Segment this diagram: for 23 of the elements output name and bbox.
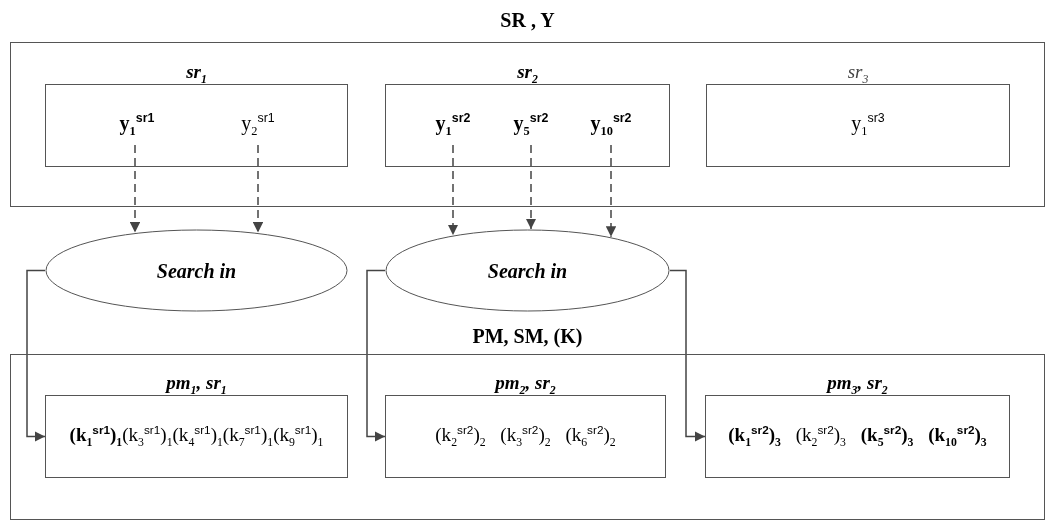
key-list: (k$_{1}$$^{sr1}$)$_{1}$(k$_{3}$$^{sr1}$)$_{1}$(k$_{4}$$^{sr1}$)$_{1}$(k$_{7}$$^{sr1}$)$_{1}$(k$_{9}$$^{sr1}$)$_{1}$ (69, 424, 324, 446)
arrow (669, 269, 706, 442)
dashed-arrow (252, 144, 264, 234)
arrow (366, 269, 386, 442)
dashed-arrow (447, 144, 459, 236)
box-heading: pm$_{2}$, sr$_{2}$ (495, 372, 556, 398)
box-heading: sr$_{3}$ (847, 61, 869, 87)
box-heading: sr$_{2}$ (517, 61, 538, 87)
box-heading: sr$_{1}$ (186, 61, 207, 87)
box-heading: PM, SM, (K) (472, 325, 583, 348)
ellipse-label: Search in (155, 259, 238, 282)
dashed-arrow (605, 144, 617, 238)
box-heading: pm$_{3}$, sr$_{2}$ (827, 372, 888, 398)
box-heading: SR , Y (500, 9, 555, 32)
ellipse-node (45, 229, 348, 312)
key-list: (k$_{1}$$^{sr2}$)$_{3}$ (k$_{2}$$^{sr2}$)$_{3}$ (k$_{5}$$^{sr2}$)$_{3}$ (k$_{10}$$^{sr2}$)$_{3}$ (728, 424, 987, 446)
key-list: (k$_{2}$$^{sr2}$)$_{2}$ (k$_{3}$$^{sr2}$)$_{2}$ (k$_{6}$$^{sr2}$)$_{2}$ (435, 424, 616, 446)
dashed-arrow (525, 144, 537, 230)
ellipse-node (385, 229, 670, 312)
ellipse-label: Search in (486, 259, 569, 282)
box-heading: pm$_{1}$, sr$_{1}$ (166, 372, 227, 398)
dashed-arrow (129, 144, 141, 234)
arrow (26, 269, 46, 442)
